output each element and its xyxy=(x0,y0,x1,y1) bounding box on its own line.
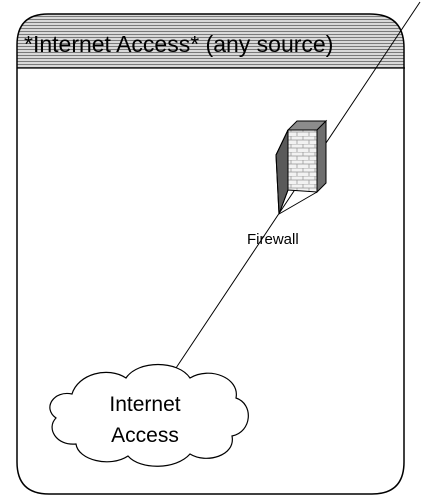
firewall-node[interactable]: Firewall xyxy=(247,119,328,248)
internet-label-line2: Access xyxy=(111,424,179,447)
internet-node[interactable]: Internet Access xyxy=(49,363,249,467)
firewall-brick-wall-icon xyxy=(275,119,328,215)
zone-title: *Internet Access* (any source) xyxy=(24,31,333,57)
zone-header-band xyxy=(17,14,404,68)
firewall-label: Firewall xyxy=(247,231,299,248)
cloud-icon xyxy=(49,363,249,467)
internet-label-line1: Internet xyxy=(109,393,180,416)
security-zone: *Internet Access* (any source) xyxy=(16,13,405,495)
zone-border xyxy=(16,13,405,495)
